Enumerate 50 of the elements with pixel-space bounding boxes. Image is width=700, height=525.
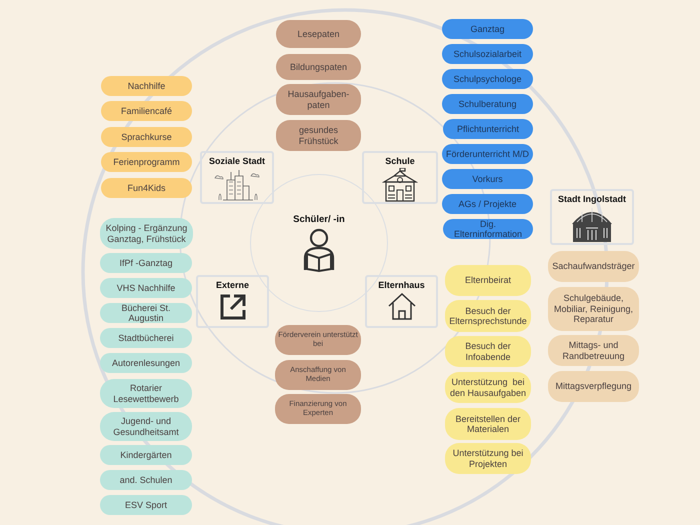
tag-pill: Vorkurs (442, 169, 533, 189)
tag-pill: Autorenlesungen (100, 353, 192, 373)
tag-pill: Nachhilfe (101, 76, 192, 96)
tag-pill: Unterstützung bei Projekten (445, 443, 531, 474)
tag-pill: Besuch der Elternsprechstunde (445, 300, 531, 332)
tag-pill: Dig. Elterninformation (443, 219, 533, 239)
tag-pill: Kolping - Ergänzung Ganztag, Frühstück (100, 218, 193, 249)
tag-pill: Kindergärten (100, 445, 192, 465)
tag-pill: Elternbeirat (445, 265, 531, 296)
tag-pill: Familiencafé (101, 101, 192, 121)
category-card (365, 275, 438, 328)
card-title: Stadt Ingolstadt (558, 194, 626, 204)
tag-pill: gesundes Frühstück (276, 120, 361, 151)
tag-pill: and. Schulen (100, 470, 192, 490)
tag-pill: ESV Sport (100, 495, 192, 515)
tag-pill: Pflichtunterricht (443, 119, 533, 139)
tag-pill: AGs / Projekte (442, 194, 533, 214)
tag-pill: IfPf -Ganztag (100, 253, 192, 273)
tag-pill: Schulsozialarbeit (442, 44, 533, 64)
tag-pill: Bücherei St. Augustin (100, 303, 192, 323)
tag-pill: Schulberatung (442, 94, 533, 114)
card-title: Externe (216, 280, 250, 290)
category-card (200, 151, 274, 204)
tag-pill: Fun4Kids (101, 178, 192, 198)
category-card (550, 189, 634, 245)
tag-pill: Sprachkurse (101, 127, 192, 147)
tag-pill: Lesepaten (276, 20, 361, 48)
tag-pill: Bereitstellen der Materialen (445, 408, 531, 440)
tag-pill: Ferienprogramm (101, 152, 192, 172)
tag-pill: Bildungspaten (276, 54, 361, 80)
tag-pill: Ganztag (442, 19, 533, 39)
category-card (196, 275, 269, 328)
tag-pill: Besuch der Infoabende (445, 336, 531, 367)
tag-pill: Mittags- und Randbetreuung (548, 335, 639, 366)
tag-pill: Hausaufgaben- paten (276, 84, 361, 115)
tag-pill: VHS Nachhilfe (100, 278, 192, 298)
category-card (362, 151, 438, 204)
tag-pill: Unterstützung bei den Hausaufgaben (445, 372, 531, 403)
tag-pill: Sachaufwandsträger (548, 251, 639, 282)
card-title: Schule (385, 156, 415, 166)
card-title: Schüler/ -in (293, 215, 345, 226)
tag-pill: Schulgebäude, Mobiliar, Reinigung, Reparatur (548, 287, 639, 331)
tag-pill: Schulpsychologe (442, 69, 533, 89)
card-title: Soziale Stadt (208, 156, 265, 166)
tag-pill: Mittagsverpflegung (548, 371, 639, 402)
tag-pill: Förderunterricht M/D (442, 144, 533, 164)
card-title: Elternhaus (378, 280, 425, 290)
tag-pill: Stadtbücherei (100, 328, 192, 348)
tag-pill: Rotarier Lesewettbewerb (100, 379, 192, 408)
tag-pill: Jugend- und Gesundheitsamt (100, 412, 192, 441)
